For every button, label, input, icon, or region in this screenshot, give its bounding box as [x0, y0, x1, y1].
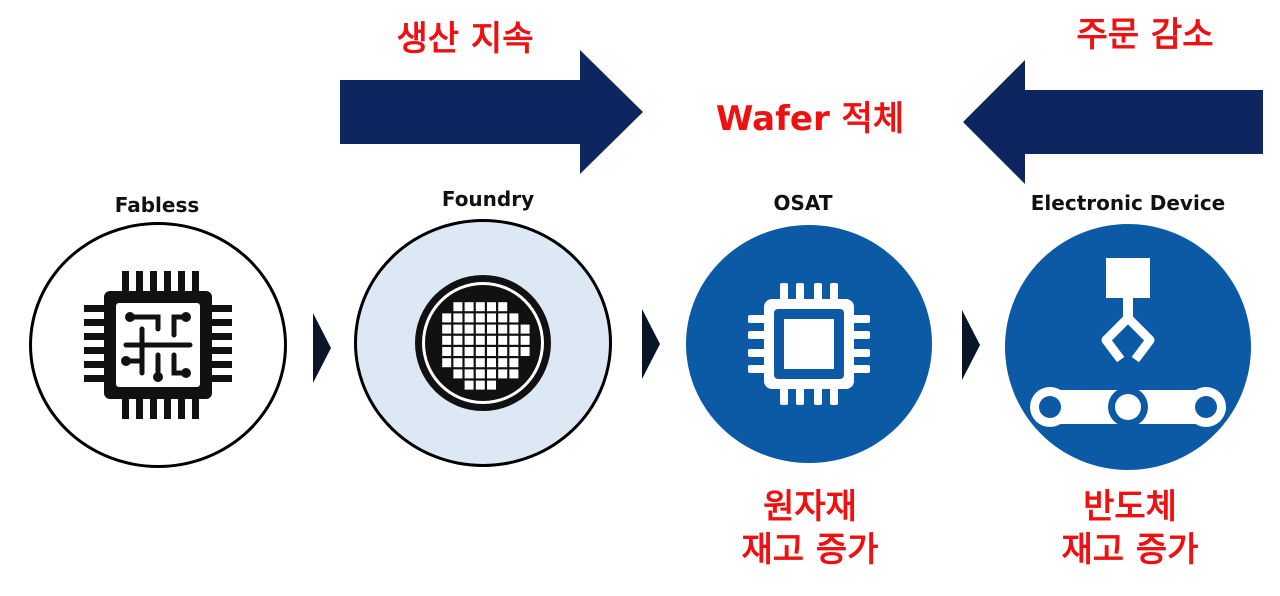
electronic-device-circle [1005, 224, 1251, 470]
production-arrow-right [340, 50, 643, 174]
cpu-circuit-icon [84, 271, 232, 419]
stage-label-fabless: Fabless [114, 193, 200, 217]
wafer-icon [415, 275, 551, 411]
fabless-circle [29, 222, 287, 468]
osat-inventory-note: 원자재 재고 증가 [741, 487, 879, 570]
stage-label-osat: OSAT [773, 191, 833, 215]
osat-circle [686, 225, 932, 463]
stage-label-electronic-device: Electronic Device [1030, 191, 1226, 215]
chevron-right-icon [313, 313, 331, 383]
production-continues-label: 생산 지속 [396, 19, 534, 59]
chip-icon [748, 283, 870, 405]
chevron-right-icon [962, 310, 980, 380]
chevron-right-icon [642, 309, 660, 379]
order-decrease-label: 주문 감소 [1076, 15, 1214, 55]
stage-label-foundry: Foundry [441, 187, 535, 211]
foundry-circle [354, 219, 612, 467]
robot-arm-conveyor-icon [1030, 258, 1226, 427]
order-arrow-left [963, 60, 1263, 184]
device-inventory-note: 반도체 재고 증가 [1061, 487, 1199, 570]
wafer-stockpile-label: Wafer 적체 [715, 99, 905, 139]
